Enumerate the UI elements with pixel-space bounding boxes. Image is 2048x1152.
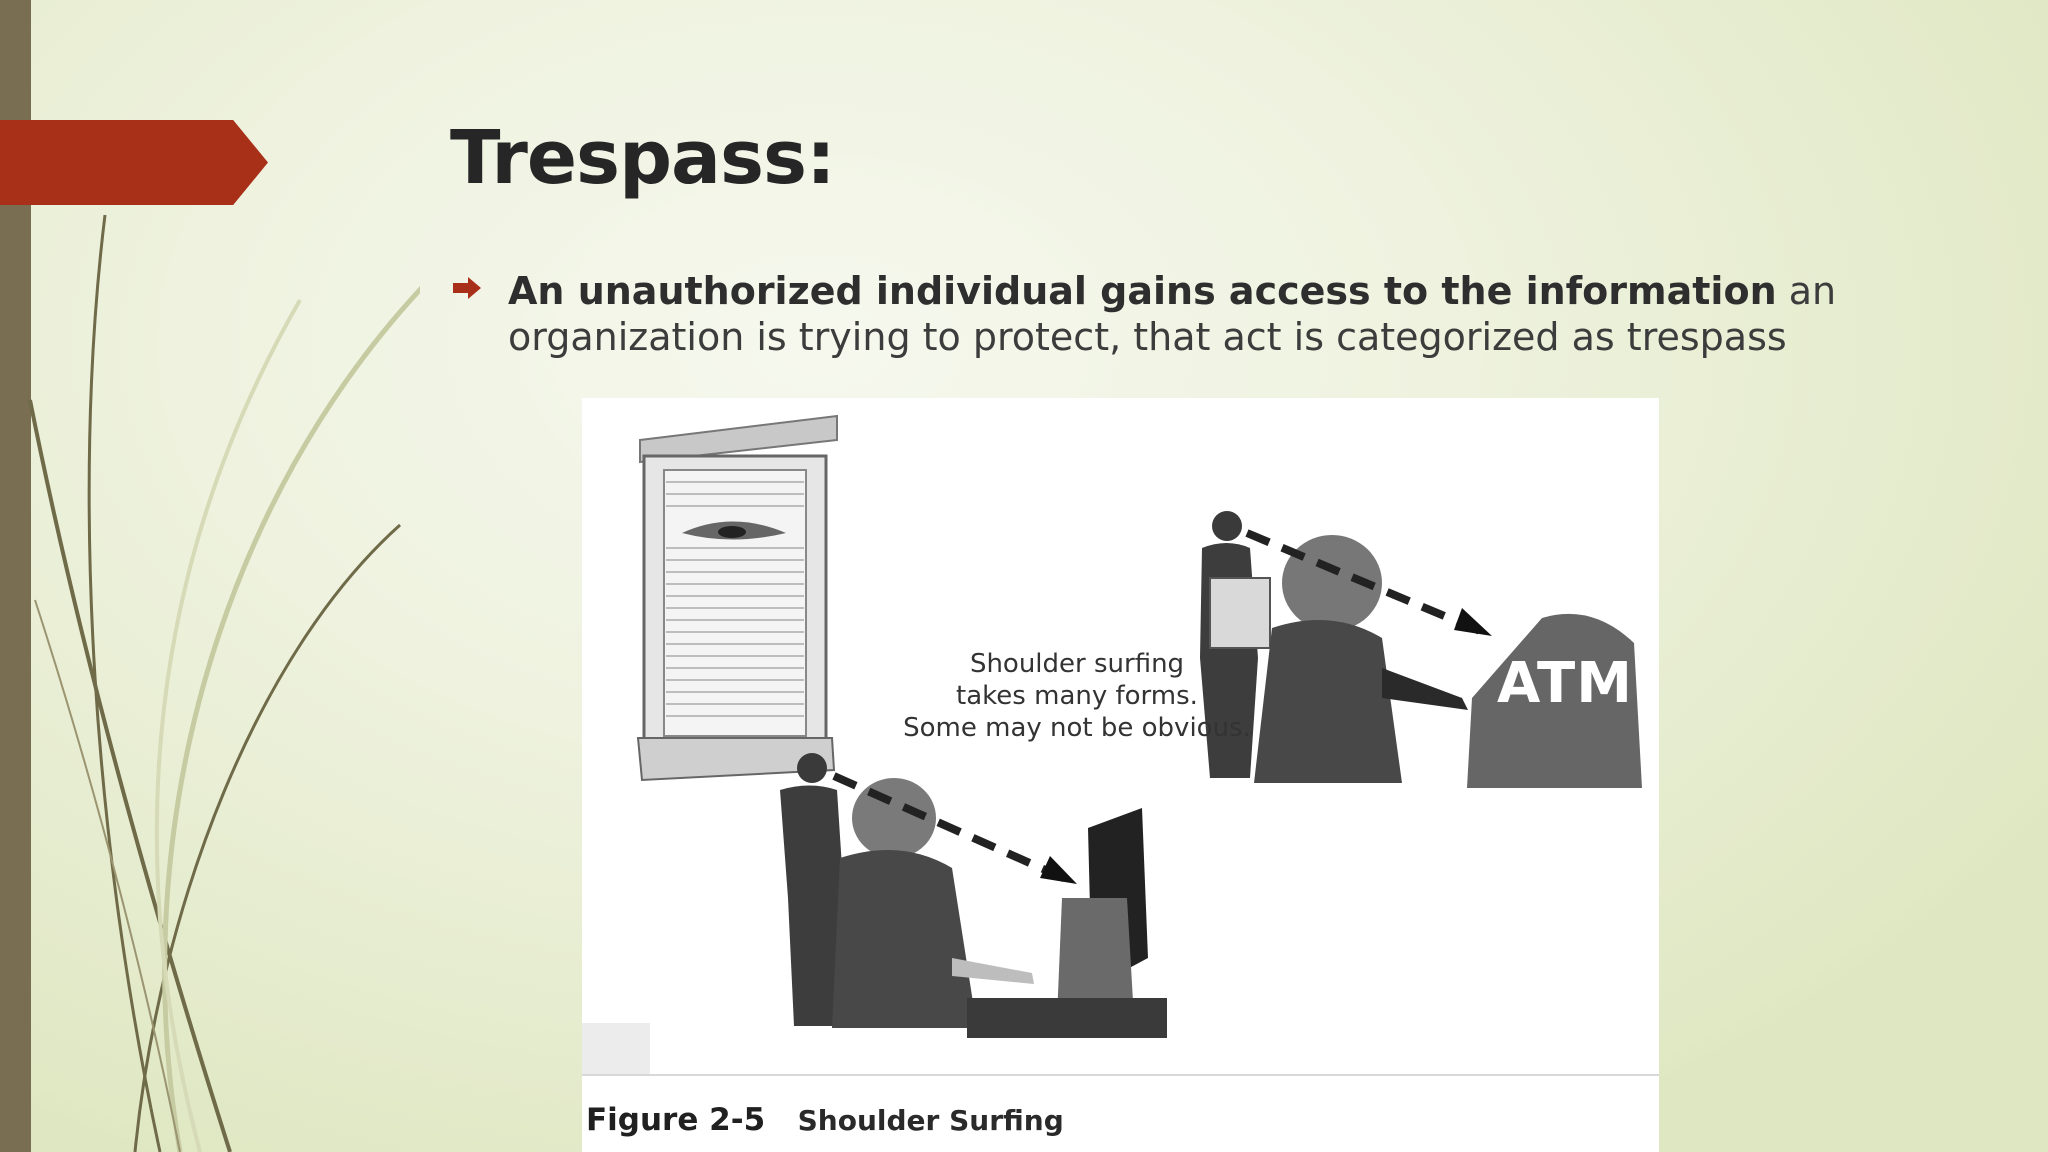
bullet-bold-text: An unauthorized individual gains access … bbox=[508, 269, 1777, 313]
figure-caption-label: Figure 2-5 bbox=[586, 1102, 766, 1138]
bullet-rest-text: an organization is trying to protect, th… bbox=[508, 269, 1837, 359]
bullet-arrow-icon bbox=[453, 277, 481, 299]
atm-label: ATM bbox=[1497, 651, 1633, 716]
caption-divider bbox=[582, 1074, 1659, 1076]
shoulder-surfing-illustration bbox=[582, 414, 1642, 1074]
figure-caption-title: Shoulder Surfing bbox=[797, 1104, 1064, 1137]
computer-scene-icon bbox=[780, 753, 1167, 1038]
callout-line-3: Some may not be obvious. bbox=[903, 713, 1251, 743]
callout-line-1: Shoulder surfing bbox=[969, 649, 1185, 679]
atm-scene-icon bbox=[1200, 511, 1642, 788]
figure-caption: Figure 2-5 Shoulder Surfing bbox=[586, 1102, 1064, 1138]
figure-callout: Shoulder surfing takes many forms. Some … bbox=[812, 648, 1342, 744]
bullet-text: An unauthorized individual gains access … bbox=[508, 268, 1922, 360]
callout-line-2: takes many forms. bbox=[956, 681, 1198, 711]
shoulder-surfing-figure: Shoulder surfing takes many forms. Some … bbox=[582, 398, 1659, 1152]
slide-title: Trespass: bbox=[450, 115, 836, 201]
window-icon bbox=[636, 414, 838, 782]
bullet-item: An unauthorized individual gains access … bbox=[452, 268, 1922, 360]
decorative-swoosh-icon bbox=[28, 214, 420, 1152]
chevron-accent-icon bbox=[0, 120, 268, 205]
